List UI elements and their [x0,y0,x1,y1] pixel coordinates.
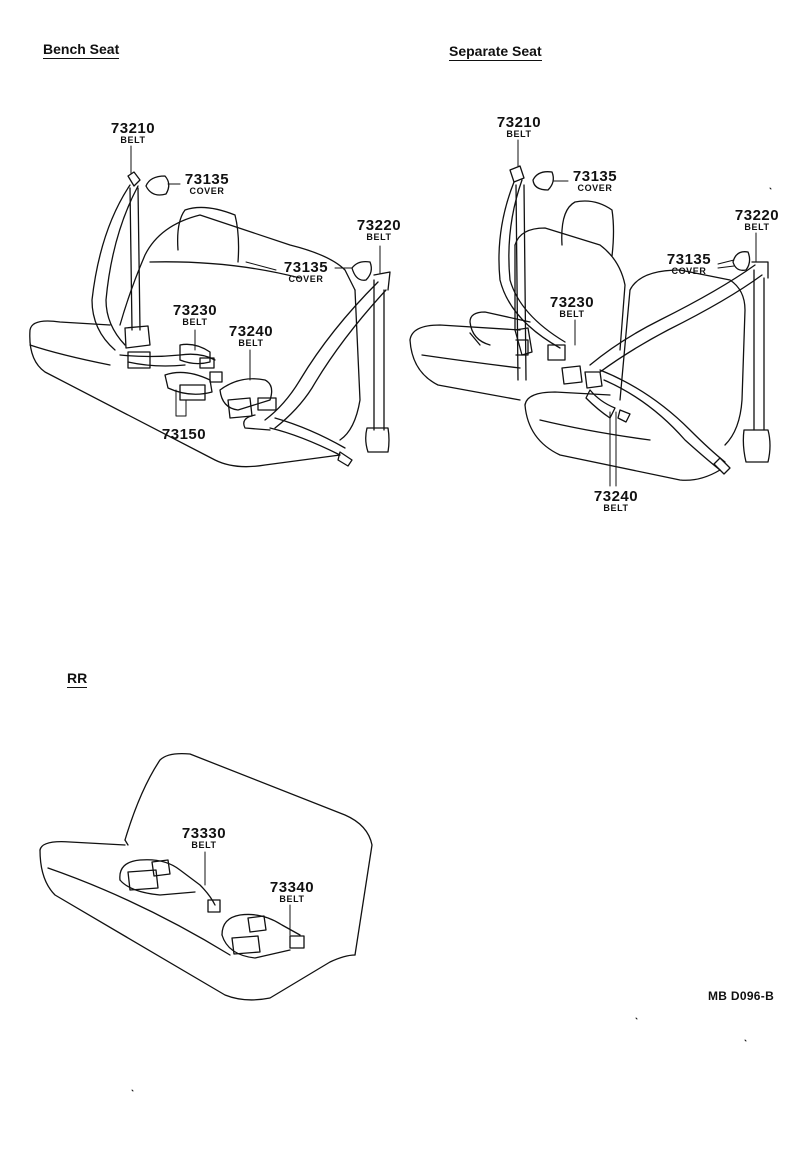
callout-73135-separate-left: 73135 COVER [573,169,617,193]
callout-73150-bench: 73150 [162,427,206,442]
rear-seat-illustration [39,752,373,1001]
callout-73210-bench: 73210 BELT [111,121,155,145]
callout-73135-separate-right: 73135 COVER [667,252,711,276]
part-number: 73340 [269,879,315,896]
separate-leader-lines [517,139,757,487]
part-number: 73220 [734,207,780,224]
section-title-rear: RR [67,670,88,688]
callout-73330-rear: 73330 BELT [182,826,226,850]
part-name: COVER [577,183,613,193]
drawing-code: MB D096-B [708,989,775,1003]
callout-73230-bench: 73230 BELT [173,303,217,327]
separate-seat-illustration [409,165,771,481]
callout-73340-rear: 73340 BELT [270,880,314,904]
callout-73220-bench: 73220 BELT [357,218,401,242]
part-name: BELT [120,135,146,145]
part-number: 73210 [110,120,156,137]
part-number: 73135 [572,168,618,185]
part-number: 73230 [549,294,595,311]
part-number: 73210 [496,114,542,131]
part-number: 73150 [161,426,207,443]
part-name: BELT [279,894,305,904]
callout-73240-separate: 73240 BELT [594,489,638,513]
rear-leader-lines [204,851,291,936]
bench-leader-lines [130,145,381,417]
part-number: 73240 [593,488,639,505]
callout-73135-bench-left: 73135 COVER [185,172,229,196]
section-title-separate-seat: Separate Seat [449,43,542,61]
callout-73210-separate: 73210 BELT [497,115,541,139]
part-number: 73230 [172,302,218,319]
part-name: BELT [603,503,629,513]
part-number: 73135 [283,259,329,276]
part-number: 73135 [184,171,230,188]
part-number: 73240 [228,323,274,340]
callout-73220-separate: 73220 BELT [735,208,779,232]
part-name: BELT [238,338,264,348]
bench-seat-illustration [29,171,391,468]
part-name: BELT [744,222,770,232]
callout-73135-bench-right: 73135 COVER [284,260,328,284]
part-number: 73220 [356,217,402,234]
part-name: COVER [671,266,707,276]
part-name: BELT [182,317,208,327]
part-number: 73135 [666,251,712,268]
section-title-bench-seat: Bench Seat [43,41,120,59]
callout-73240-bench: 73240 BELT [229,324,273,348]
scan-specks [131,187,772,1092]
part-name: BELT [191,840,217,850]
part-name: BELT [559,309,585,319]
part-number: 73330 [181,825,227,842]
part-name: COVER [288,274,324,284]
callout-73230-separate: 73230 BELT [550,295,594,319]
part-name: COVER [189,186,225,196]
part-name: BELT [366,232,392,242]
part-name: BELT [506,129,532,139]
